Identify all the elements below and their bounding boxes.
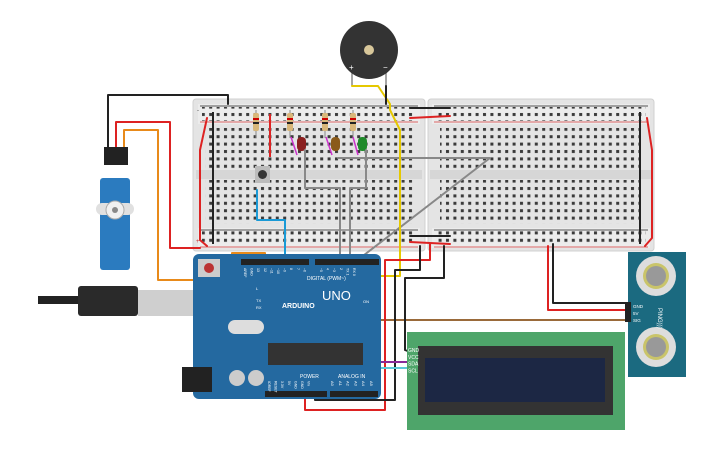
wire-red[interactable] <box>115 121 201 249</box>
led-red[interactable] <box>290 136 306 156</box>
pin-label: A2 <box>346 381 351 387</box>
resistor[interactable] <box>350 110 356 138</box>
push-button[interactable] <box>255 166 270 183</box>
pin-label: 13 <box>256 268 260 272</box>
pin-label: RESET <box>274 381 278 394</box>
wire-black[interactable] <box>107 94 229 151</box>
wire-red[interactable] <box>409 115 451 119</box>
digital-label: DIGITAL (PWM~) <box>307 276 346 282</box>
pin-label: ~5 <box>319 268 323 272</box>
analog-header <box>330 391 378 397</box>
rx-led-label: RX <box>256 305 262 310</box>
power-header <box>265 391 327 397</box>
wire-black[interactable] <box>404 245 445 353</box>
pin-label: GND <box>408 348 420 354</box>
pin-label: IOREF <box>267 381 271 392</box>
wire-red[interactable] <box>547 245 629 311</box>
wire-grey[interactable] <box>304 149 341 263</box>
resistors <box>253 110 356 138</box>
pin-label: GND <box>250 268 254 276</box>
pin-label: ~9 <box>283 268 287 272</box>
pin-label: Vin <box>307 381 311 386</box>
breadboard-left: - + <box>192 98 426 252</box>
lcd-screen <box>425 358 605 402</box>
pin-label: A3 <box>353 381 358 387</box>
wire-red[interactable] <box>644 117 653 247</box>
led-green[interactable] <box>352 136 367 156</box>
analog-label: ANALOG IN <box>338 374 366 380</box>
pin-label: SCL <box>408 368 418 374</box>
pin-label: ~11 <box>269 268 273 274</box>
led-yellow[interactable] <box>325 136 340 156</box>
pin-label: SIG <box>633 318 641 323</box>
pin-label: A1 <box>338 381 343 387</box>
resistor[interactable] <box>287 110 293 138</box>
digital-header <box>241 259 309 265</box>
wire-blue[interactable] <box>256 189 286 263</box>
pin-label: 2 <box>339 268 343 270</box>
pin-label: A4 <box>361 381 366 387</box>
arduino-uno[interactable]: ARDUINO UNO DIGITAL (PWM~) POWER ANALOG … <box>182 254 381 399</box>
servo-motor[interactable] <box>96 147 134 270</box>
rail-plus-label: + <box>196 239 200 245</box>
wire-grey[interactable] <box>349 149 367 263</box>
ping-label: PING))) <box>656 308 662 329</box>
digital-header <box>315 259 379 265</box>
pin-label: 12 <box>263 268 267 272</box>
pin-label: 3.3V <box>280 381 284 389</box>
pin-label: 7 <box>296 268 300 270</box>
pin-label: ~10 <box>276 268 280 274</box>
pin-label: A5 <box>369 381 374 387</box>
on-led-label: ON <box>363 299 369 304</box>
piezo-buzzer[interactable]: + − <box>340 21 398 86</box>
buzzer-plus-label: + <box>349 63 354 72</box>
atmega-chip <box>268 343 363 365</box>
pin-label: AREF <box>243 268 247 277</box>
resistor[interactable] <box>253 110 259 138</box>
resistor[interactable] <box>322 110 328 138</box>
tx-led-label: TX <box>256 298 261 303</box>
pin-label: GND <box>300 381 304 389</box>
pin-label: VCC <box>408 355 419 361</box>
rail-minus-label: - <box>197 108 199 114</box>
power-label: POWER <box>300 374 319 380</box>
pin-label: GND <box>293 381 297 389</box>
pin-label: ~3 <box>332 268 336 272</box>
l-led-label: L <box>256 286 259 291</box>
usb-cable[interactable] <box>38 286 196 316</box>
pin-label: GND <box>633 304 644 309</box>
pin-label: RX 0 <box>352 268 356 276</box>
ping-pin-labels: GND 5V SIG <box>633 304 644 323</box>
pin-label: 5V <box>287 381 291 386</box>
pin-label: 4 <box>326 268 330 270</box>
wire-red[interactable] <box>304 243 431 411</box>
breadboard-right <box>427 98 655 252</box>
brand-label: ARDUINO <box>282 303 315 310</box>
pin-label: 8 <box>289 268 293 270</box>
pin-label: SDA <box>408 362 419 368</box>
pin-label: TX 1 <box>345 268 349 275</box>
pin-label: A0 <box>330 381 335 387</box>
ping-ultrasonic-sensor[interactable]: PING))) GND 5V SIG <box>625 252 686 377</box>
wire-red[interactable] <box>199 117 208 247</box>
pin-label: ~6 <box>302 268 306 272</box>
wire-black[interactable] <box>552 243 629 304</box>
buzzer-minus-label: − <box>383 63 388 72</box>
pin-label: 5V <box>633 311 639 316</box>
model-label: UNO <box>322 288 351 303</box>
